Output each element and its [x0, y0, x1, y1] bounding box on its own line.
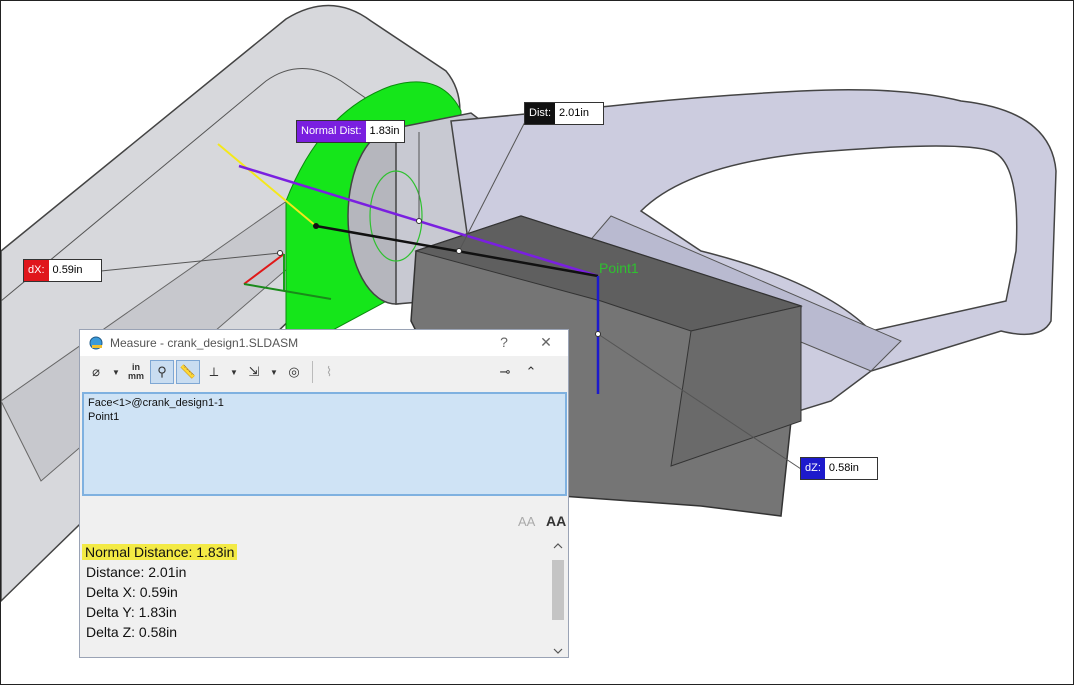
point1-label: Point1: [599, 260, 639, 276]
axis-x: [243, 253, 285, 285]
dist-tag: Dist:: [525, 103, 555, 124]
results-scrollbar[interactable]: [550, 542, 566, 657]
yellow-line: [217, 143, 317, 227]
dx-callout[interactable]: dX: 0.59in: [23, 259, 102, 282]
units-bottom-label: mm: [127, 371, 144, 381]
dx-value: 0.59in: [48, 260, 101, 281]
dz-value: 0.58in: [824, 458, 877, 479]
dz-callout[interactable]: dZ: 0.58in: [800, 457, 878, 480]
normal-distance-result: Normal Distance: 1.83in: [82, 544, 238, 560]
dz-leader-dot: [595, 331, 601, 337]
show-xyz-icon[interactable]: ⚲: [150, 360, 174, 384]
measure-tool-icon: [89, 336, 103, 350]
dx-leader: [100, 252, 281, 272]
normal-dist-leader-dot: [416, 218, 422, 224]
dx-leader-dot: [277, 250, 283, 256]
cleat-front: [670, 305, 802, 467]
selection-item[interactable]: Point1: [88, 411, 120, 423]
dropdown-arrow-icon-2[interactable]: ▼: [230, 367, 238, 377]
xyz-relative-to-icon[interactable]: ⟂: [209, 364, 219, 379]
start-point-dot: [313, 223, 319, 229]
dropdown-arrow-icon[interactable]: ▼: [112, 367, 120, 377]
point-to-point-icon[interactable]: 📏: [176, 360, 200, 384]
measure-titlebar[interactable]: Measure - crank_design1.SLDASM ? ✕: [80, 330, 568, 356]
measurement-history-icon[interactable]: ◎: [288, 364, 300, 379]
dz-leader: [597, 333, 802, 470]
axis-z: [243, 283, 332, 300]
dist-leader: [458, 113, 530, 252]
measure-dialog[interactable]: Measure - crank_design1.SLDASM ? ✕ ⌀ ▼ i…: [79, 329, 569, 658]
measure-toolbar: ⌀ ▼ in mm ⚲ 📏 ⟂ ▼ ⇲ ▼ ◎ ⌇ ⊸ ⌃: [80, 357, 568, 387]
normal-dist-value: 1.83in: [365, 121, 404, 142]
spindle-circle: [369, 170, 423, 262]
dropdown-arrow-icon-3[interactable]: ▼: [270, 367, 278, 377]
arc-circle-measure-icon[interactable]: ⌀: [92, 364, 100, 379]
dz-tag: dZ:: [801, 458, 825, 479]
normal-dist-tag: Normal Dist:: [297, 121, 366, 142]
delta-z-result: Delta Z: 0.58in: [86, 624, 178, 640]
normal-dist-callout[interactable]: Normal Dist: 1.83in: [296, 120, 405, 143]
selection-list[interactable]: Face<1>@crank_design1-1 Point1: [82, 392, 567, 496]
projected-on-icon[interactable]: ⇲: [248, 364, 260, 379]
delta-y-result: Delta Y: 1.83in: [86, 604, 177, 620]
scroll-up-icon: [553, 543, 563, 549]
help-button[interactable]: ?: [500, 334, 508, 350]
crank-arm-edge: [1, 68, 407, 302]
dx-tag: dX:: [24, 260, 49, 281]
text-size-decrease-icon[interactable]: AA: [518, 514, 536, 529]
units-top-label: in: [132, 362, 140, 372]
text-size-increase-icon[interactable]: AA: [546, 513, 567, 529]
pedal-cage-opening: [639, 145, 1018, 332]
delta-x-result: Delta X: 0.59in: [86, 584, 178, 600]
dist-leader-dot: [456, 248, 462, 254]
pin-icon[interactable]: ⊸: [499, 364, 511, 379]
measure-title: Measure - crank_design1.SLDASM: [110, 336, 299, 350]
results-list: Normal Distance: 1.83in Distance: 2.01in…: [82, 542, 552, 642]
distance-result: Distance: 2.01in: [86, 564, 187, 580]
toolbar-separator: [312, 361, 313, 383]
create-sensor-icon[interactable]: ⌇: [325, 364, 333, 379]
scroll-down-icon: [553, 648, 563, 654]
collapse-chevron-icon[interactable]: ⌃: [525, 364, 537, 379]
dist-callout[interactable]: Dist: 2.01in: [524, 102, 604, 125]
scroll-thumb: [552, 560, 564, 620]
units-precision-button[interactable]: in mm: [124, 360, 148, 384]
selection-item[interactable]: Face<1>@crank_design1-1: [88, 397, 224, 409]
dist-value: 2.01in: [555, 103, 603, 124]
close-button[interactable]: ✕: [540, 334, 552, 350]
